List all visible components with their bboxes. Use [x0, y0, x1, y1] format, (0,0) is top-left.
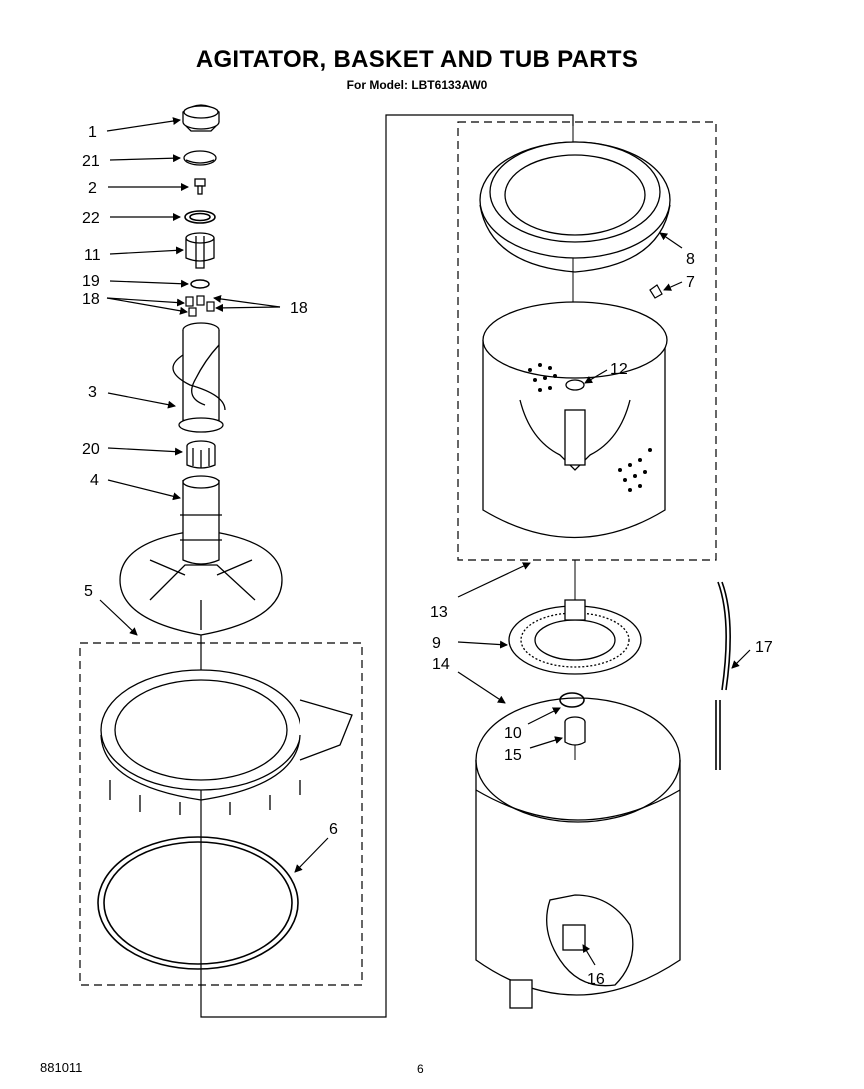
callout-3: 3 [88, 384, 97, 401]
tub-hose-part [715, 581, 731, 770]
callout-7: 7 [686, 274, 695, 291]
callout-5: 5 [84, 583, 93, 600]
model-subtitle: For Model: LBT6133AW0 [346, 78, 488, 92]
arrow-18b-2 [215, 303, 281, 312]
arrow-1 [106, 117, 181, 132]
diagram-code: 881011 [40, 1060, 83, 1075]
callout-8: 8 [686, 251, 695, 268]
arrow-3 [107, 392, 176, 409]
callout-2: 2 [88, 180, 97, 197]
callout-6: 6 [329, 821, 338, 838]
auger-part [172, 322, 226, 433]
arrow-20 [107, 447, 183, 456]
o-ring-part [184, 210, 216, 224]
callout-19: 19 [82, 273, 100, 290]
arrow-18b-1 [213, 294, 281, 308]
arrow-14 [457, 671, 506, 704]
arrow-10 [527, 707, 561, 725]
callout-1: 1 [88, 124, 97, 141]
arrow-11 [109, 246, 184, 255]
retainer-ring-part [190, 279, 210, 289]
balance-ring-part [479, 141, 671, 273]
tub-ring-part [100, 669, 353, 815]
callout-4: 4 [90, 472, 99, 489]
spin-seal-part [564, 716, 586, 746]
page-number: 6 [417, 1062, 424, 1076]
arrow-13 [457, 562, 531, 598]
agitator-base-part [119, 475, 283, 636]
arrow-18a-1 [106, 297, 185, 307]
callout-12: 12 [610, 361, 628, 378]
callout-11: 11 [84, 247, 101, 264]
callout-10: 10 [504, 725, 522, 742]
callout-20: 20 [82, 441, 100, 458]
drive-hub-part [508, 599, 642, 675]
adapter-part [185, 232, 215, 269]
arrow-7 [663, 281, 683, 291]
ring-clip-part [649, 284, 663, 299]
callout-9: 9 [432, 635, 441, 652]
arrow-5 [99, 599, 138, 636]
spin-basket-part [482, 301, 668, 539]
callout-16: 16 [587, 971, 605, 988]
callout-18-left: 18 [82, 291, 100, 308]
agitator-dogs-part [185, 295, 215, 317]
callout-22: 22 [82, 210, 100, 227]
arrow-15 [529, 736, 563, 749]
cap-clip-part [183, 150, 217, 166]
drive-bell-part [186, 440, 216, 469]
outer-tub-part [475, 697, 681, 1009]
arrow-19 [109, 279, 189, 288]
callout-13: 13 [430, 604, 448, 621]
arrow-21 [109, 154, 181, 163]
callout-17: 17 [755, 639, 773, 656]
arrow-8 [659, 232, 683, 249]
arrow-18a-2 [106, 297, 188, 315]
callout-21: 21 [82, 153, 100, 170]
arrow-9 [457, 640, 508, 649]
basket-group-box [457, 121, 717, 561]
page-title: AGITATOR, BASKET AND TUB PARTS [195, 46, 639, 73]
arrow-16 [582, 944, 596, 966]
agitator-cap-part [182, 104, 220, 132]
arrow-6 [294, 837, 329, 873]
tub-gasket-part [97, 836, 299, 970]
callout-14: 14 [432, 656, 450, 673]
bolt-part [194, 178, 206, 195]
seal-ring-part [559, 692, 585, 708]
arrow-17 [731, 649, 751, 669]
basket-holes [528, 363, 652, 492]
arrow-4 [107, 479, 181, 501]
callout-15: 15 [504, 747, 522, 764]
assembly-connector-line [200, 114, 574, 1018]
arrow-12 [584, 369, 608, 384]
callout-18-right: 18 [290, 300, 308, 317]
